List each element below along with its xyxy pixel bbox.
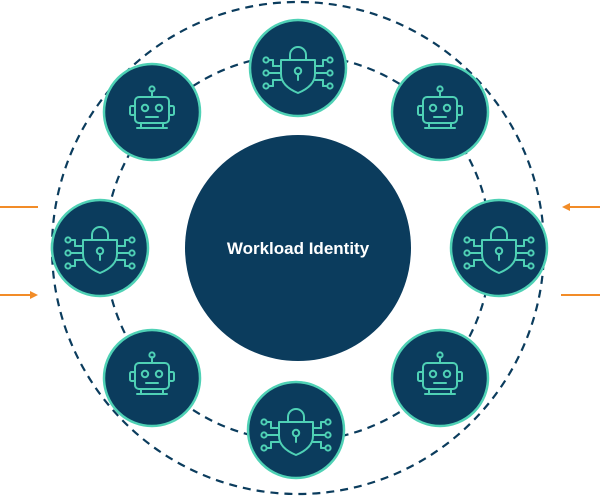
node-left bbox=[50, 198, 150, 298]
node-bottom bbox=[246, 380, 346, 480]
center-node: Workload Identity bbox=[185, 135, 411, 361]
node-bottom-left bbox=[102, 328, 202, 428]
node-bottom-right bbox=[390, 328, 490, 428]
center-label: Workload Identity bbox=[227, 239, 370, 258]
node-top bbox=[248, 18, 348, 118]
node-right bbox=[449, 198, 549, 298]
node-top-right bbox=[390, 62, 490, 162]
node-top-left bbox=[102, 62, 202, 162]
